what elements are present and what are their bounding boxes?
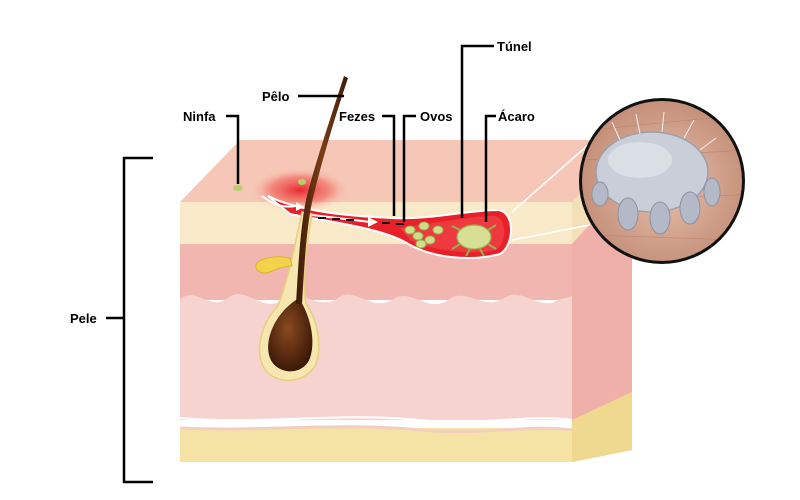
- leader-lines: [106, 44, 496, 484]
- mite-in-tunnel: [451, 224, 497, 257]
- label-ninfa: Ninfa: [183, 109, 216, 124]
- zoom-line-bottom: [511, 224, 591, 241]
- zoom-line-top: [511, 144, 589, 213]
- hypodermis-line: [179, 416, 573, 423]
- ninfa-leader: [226, 114, 240, 184]
- pele-bracket: [122, 156, 153, 484]
- label-fezes: Fezes: [339, 109, 376, 124]
- fat-layer: [180, 428, 572, 462]
- nymph: [233, 185, 243, 191]
- skin-top-surface: [180, 140, 632, 202]
- dermis-layer: [180, 244, 572, 300]
- fat-layer-top: [179, 425, 573, 434]
- fezes-leader: [382, 114, 396, 216]
- arrow-head-1: [296, 202, 304, 211]
- feces-marks: [318, 217, 404, 225]
- label-acaro: Ácaro: [498, 109, 535, 124]
- dermis-wavy-edge: [180, 294, 572, 420]
- acaro-leader: [484, 114, 496, 222]
- side-fat-layer: [572, 392, 632, 462]
- hair-bulb: [268, 300, 313, 372]
- hair-shaft: [296, 76, 348, 304]
- hair-follicle: [255, 76, 348, 382]
- mite-zoom-view: [511, 98, 745, 264]
- label-pelo: Pêlo: [262, 89, 290, 104]
- skin-block: [179, 140, 632, 462]
- ovos-leader: [402, 114, 416, 222]
- sebaceous-gland: [255, 256, 293, 274]
- mite-path-arrow: [261, 195, 297, 208]
- label-tunel: Túnel: [497, 39, 532, 54]
- eggs: [404, 221, 444, 249]
- tunel-leader: [460, 44, 494, 218]
- arrow-head-2: [368, 217, 378, 227]
- label-pele: Pele: [70, 311, 97, 326]
- nymph-2: [298, 179, 306, 185]
- label-ovos: Ovos: [420, 109, 453, 124]
